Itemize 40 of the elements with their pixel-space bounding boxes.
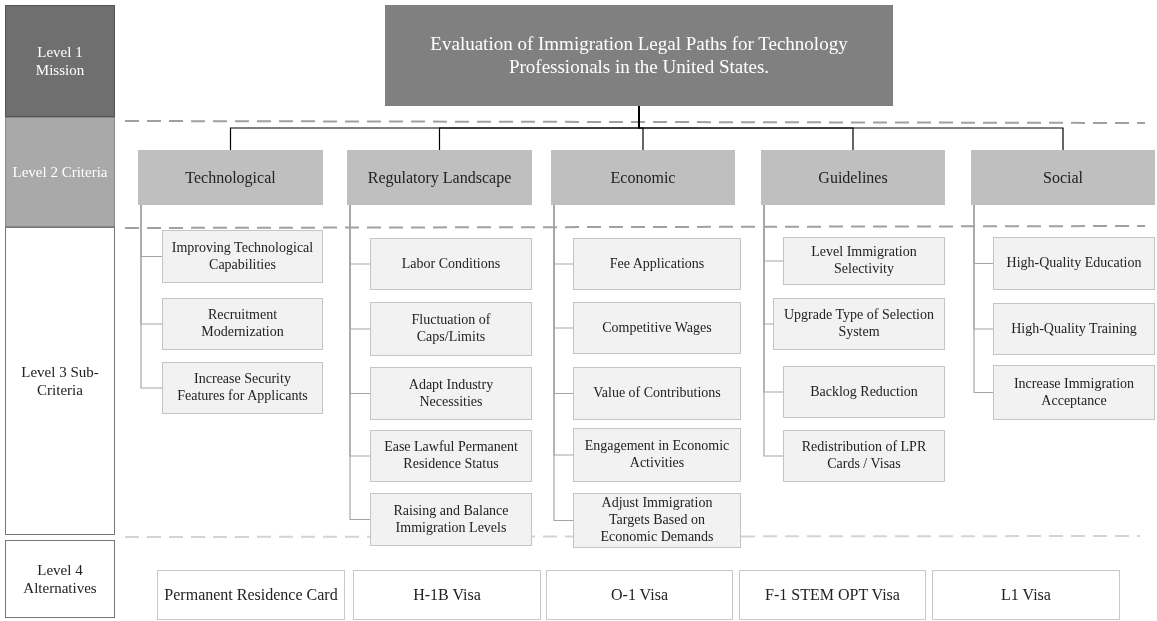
mission-box: Evaluation of Immigration Legal Paths for Technology Professionals in the United States. (385, 5, 893, 106)
sub-criterion-box: Adapt Industry Necessities (370, 367, 532, 420)
sub-criterion-box: Competitive Wages (573, 302, 741, 354)
criterion-box: Regulatory Landscape (347, 150, 532, 205)
level-label-band: Level 1 Mission (5, 5, 115, 117)
connector-line (553, 204, 574, 522)
criterion-box: Technological (138, 150, 323, 205)
sub-criterion-box: High-Quality Training (993, 303, 1155, 355)
alternative-box: F-1 STEM OPT Visa (739, 570, 926, 620)
alternative-box: H-1B Visa (353, 570, 541, 620)
sub-criterion-box: Fluctuation of Caps/Limits (370, 302, 532, 356)
sub-criterion-box: Improving Technological Capabilities (162, 230, 323, 283)
sub-criterion-box: Redistribution of LPR Cards / Visas (783, 430, 945, 482)
connector-line (349, 204, 371, 521)
sub-criterion-box: Ease Lawful Permanent Residence Status (370, 430, 532, 482)
connector-line (763, 204, 784, 457)
level-label-band: Level 3 Sub-Criteria (5, 227, 115, 535)
criterion-box: Economic (551, 150, 735, 205)
sub-criterion-box: High-Quality Education (993, 237, 1155, 290)
sub-criterion-box: Engagement in Economic Activities (573, 428, 741, 482)
alternative-box: L1 Visa (932, 570, 1120, 620)
level-label-band: Level 2 Criteria (5, 117, 115, 227)
criterion-box: Social (971, 150, 1155, 205)
sub-criterion-box: Backlog Reduction (783, 366, 945, 418)
connector-line (973, 204, 994, 394)
alternative-box: Permanent Residence Card (157, 570, 345, 620)
sub-criterion-box: Value of Contributions (573, 367, 741, 420)
sub-criterion-box: Increase Security Features for Applicants (162, 362, 323, 414)
sub-criterion-box: Level Immigration Selectivity (783, 237, 945, 285)
sub-criterion-box: Recruitment Modernization (162, 298, 323, 350)
criterion-box: Guidelines (761, 150, 945, 205)
sub-criterion-box: Increase Immigration Acceptance (993, 365, 1155, 420)
sub-criterion-box: Adjust Immigration Targets Based on Economic Demands (573, 493, 741, 548)
alternative-box: O-1 Visa (546, 570, 733, 620)
level-label-band: Level 4 Alternatives (5, 540, 115, 618)
sub-criterion-box: Fee Applications (573, 238, 741, 290)
sub-criterion-box: Upgrade Type of Selection System (773, 298, 945, 350)
sub-criterion-box: Labor Conditions (370, 238, 532, 290)
sub-criterion-box: Raising and Balance Immigration Levels (370, 493, 532, 546)
connector-line (140, 204, 163, 389)
